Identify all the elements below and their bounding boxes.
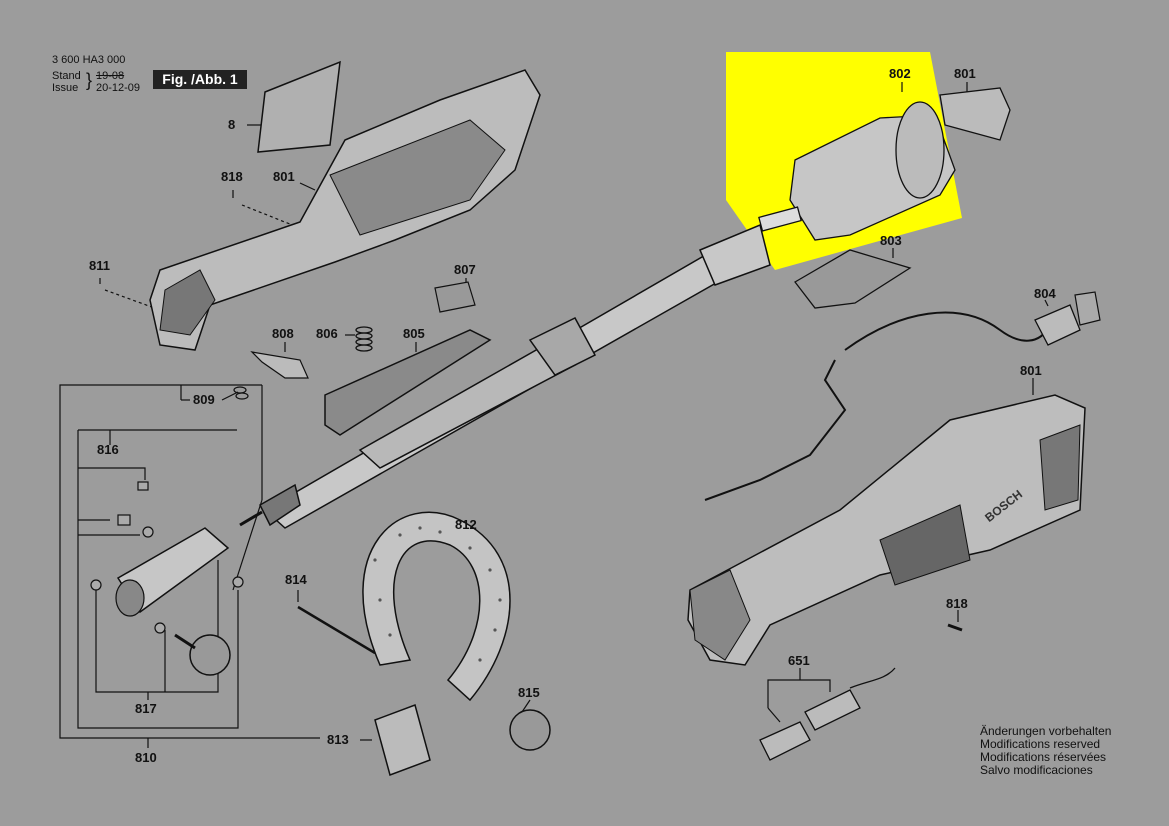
part-label-807: 807 (454, 262, 476, 277)
part-label-809: 809 (193, 392, 215, 407)
figure-label: Fig. /Abb. 1 (153, 70, 247, 89)
part-label-805: 805 (403, 326, 425, 341)
part-label-815: 815 (518, 685, 540, 700)
part-label-816: 816 (97, 442, 119, 457)
part-label-801: 801 (273, 169, 295, 184)
brace: } (86, 70, 93, 90)
footer-line-es: Salvo modificaciones (980, 763, 1093, 777)
issue-date: 20-12-09 (96, 82, 141, 94)
part-label-804: 804 (1034, 286, 1056, 301)
part-label-802: 802 (889, 66, 911, 81)
part-label-801-housing: 801 (1020, 363, 1042, 378)
part-label-813: 813 (327, 732, 349, 747)
part-label-814: 814 (285, 572, 307, 587)
part-label-8: 8 (228, 117, 236, 132)
part-label-811: 811 (89, 258, 110, 273)
part-label-818-right: 818 (946, 596, 968, 611)
footer-line-en: Modifications reserved (980, 737, 1101, 751)
part-label-812: 812 (455, 517, 477, 532)
stand-label: Stand (52, 70, 81, 82)
part-label-817: 817 (135, 701, 157, 716)
issue-label: Issue (52, 82, 79, 94)
footer-line-fr: Modifications réservées (980, 750, 1107, 764)
stand-date: 19-08 (96, 70, 125, 82)
part-label-801-switch: 801 (954, 66, 976, 81)
part-label-803: 803 (880, 233, 902, 248)
part-label-651: 651 (788, 653, 810, 668)
doc-number: 3 600 HA3 000 (52, 54, 126, 66)
footer-line-de: Änderungen vorbehalten (980, 724, 1112, 738)
part-label-806: 806 (316, 326, 338, 341)
part-label-808: 808 (272, 326, 294, 341)
part-label-818: 818 (221, 169, 243, 184)
part-label-810: 810 (135, 750, 157, 765)
